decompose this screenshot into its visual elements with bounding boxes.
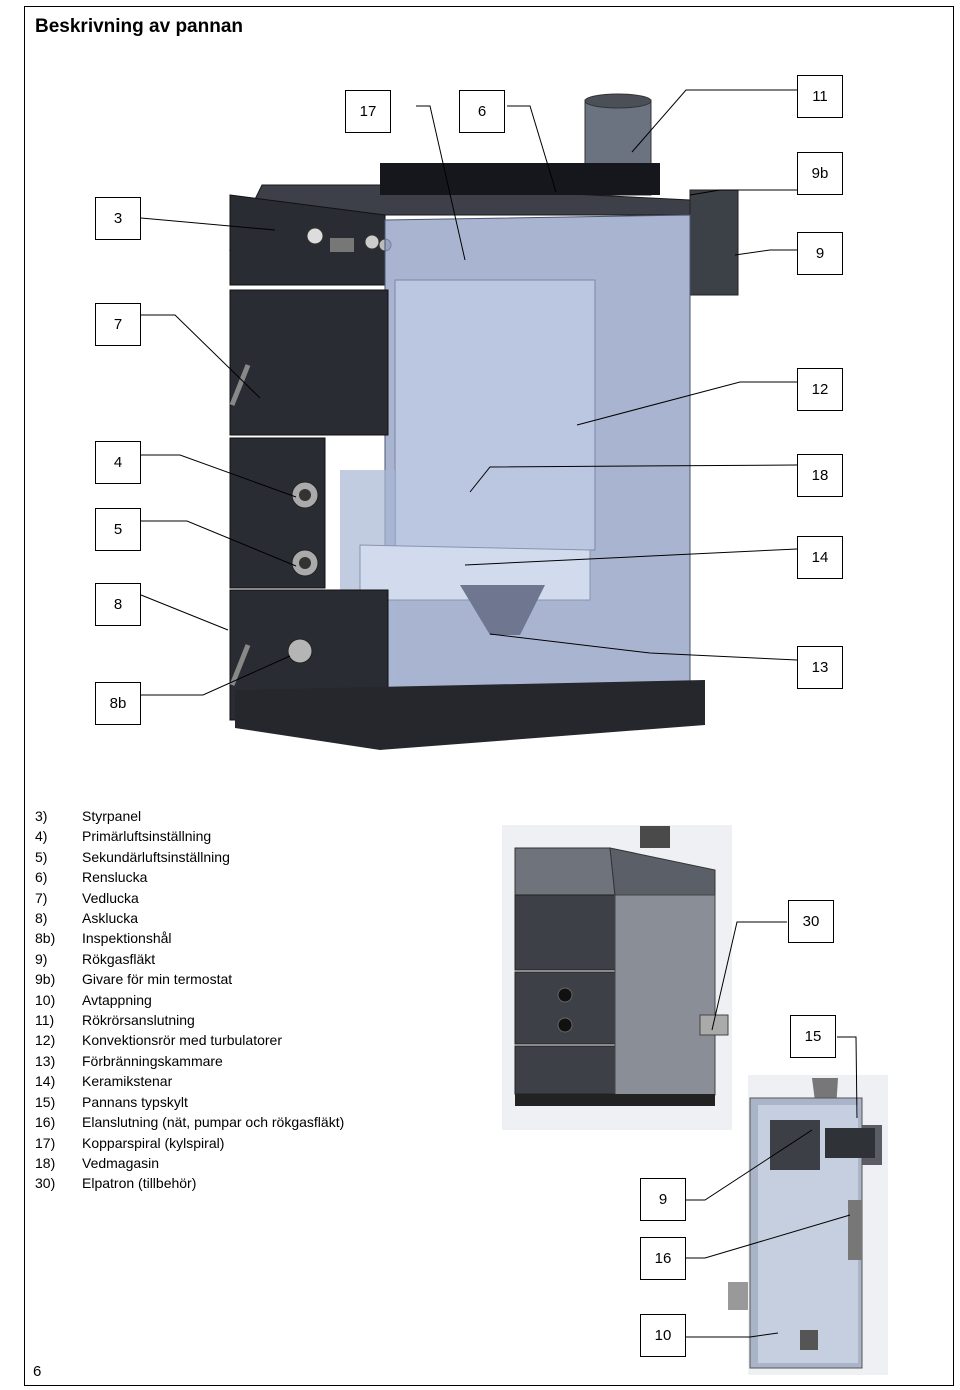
boiler-photo-front [502, 825, 732, 1130]
callout-9b: 9b [797, 152, 843, 195]
parts-legend: 3)Styrpanel 4)Primärluftsinställning 5)S… [35, 806, 344, 1194]
page-frame [24, 6, 954, 1386]
legend-row: 30)Elpatron (tillbehör) [35, 1175, 197, 1192]
callout-18: 18 [797, 454, 843, 497]
boiler-photo-side [728, 1075, 888, 1375]
callout-16: 16 [640, 1237, 686, 1280]
callout-6: 6 [459, 90, 505, 133]
callout-13: 13 [797, 646, 843, 689]
callout-9-side: 9 [640, 1178, 686, 1221]
legend-row: 9)Rökgasfläkt [35, 950, 156, 967]
leader-lines-main [140, 89, 798, 696]
callout-17: 17 [345, 90, 391, 133]
page-number: 6 [33, 1363, 42, 1380]
legend-row: 6)Renslucka [35, 869, 148, 886]
legend-row: 5)Sekundärluftsinställning [35, 848, 230, 865]
callout-10: 10 [640, 1314, 686, 1357]
legend-row: 13)Förbränningskammare [35, 1052, 223, 1069]
callout-14: 14 [797, 536, 843, 579]
callout-7: 7 [95, 303, 141, 346]
callout-5: 5 [95, 508, 141, 551]
legend-row: 12)Konvektionsrör med turbulatorer [35, 1032, 282, 1049]
legend-row: 9b)Givare för min termostat [35, 971, 233, 988]
legend-row: 4)Primärluftsinställning [35, 828, 212, 845]
callout-15: 15 [790, 1015, 836, 1058]
legend-row: 7)Vedlucka [35, 889, 139, 906]
legend-row: 16)Elanslutning (nät, pumpar och rökgasf… [35, 1114, 345, 1131]
callout-8: 8 [95, 583, 141, 626]
legend-row: 14)Keramikstenar [35, 1073, 173, 1090]
callout-9: 9 [797, 232, 843, 275]
callout-4: 4 [95, 441, 141, 484]
legend-row: 3)Styrpanel [35, 808, 142, 824]
callout-3: 3 [95, 197, 141, 240]
legend-row: 17)Kopparspiral (kylspiral) [35, 1134, 225, 1151]
legend-row: 11)Rökrörsanslutning [35, 1012, 195, 1029]
callout-11: 11 [797, 75, 843, 118]
callout-8b: 8b [95, 682, 141, 725]
page-title: Beskrivning av pannan [35, 16, 244, 37]
cutaway-boiler-illustration [229, 93, 739, 750]
legend-row: 15)Pannans typskylt [35, 1093, 188, 1110]
legend-row: 8b)Inspektionshål [35, 930, 172, 947]
legend-row: 18)Vedmagasin [35, 1154, 160, 1171]
leader-lines-small [686, 921, 858, 1338]
legend-row: 10)Avtappning [35, 991, 152, 1008]
callout-12: 12 [797, 368, 843, 411]
legend-row: 8)Asklucka [35, 910, 139, 927]
callout-30: 30 [788, 900, 834, 943]
